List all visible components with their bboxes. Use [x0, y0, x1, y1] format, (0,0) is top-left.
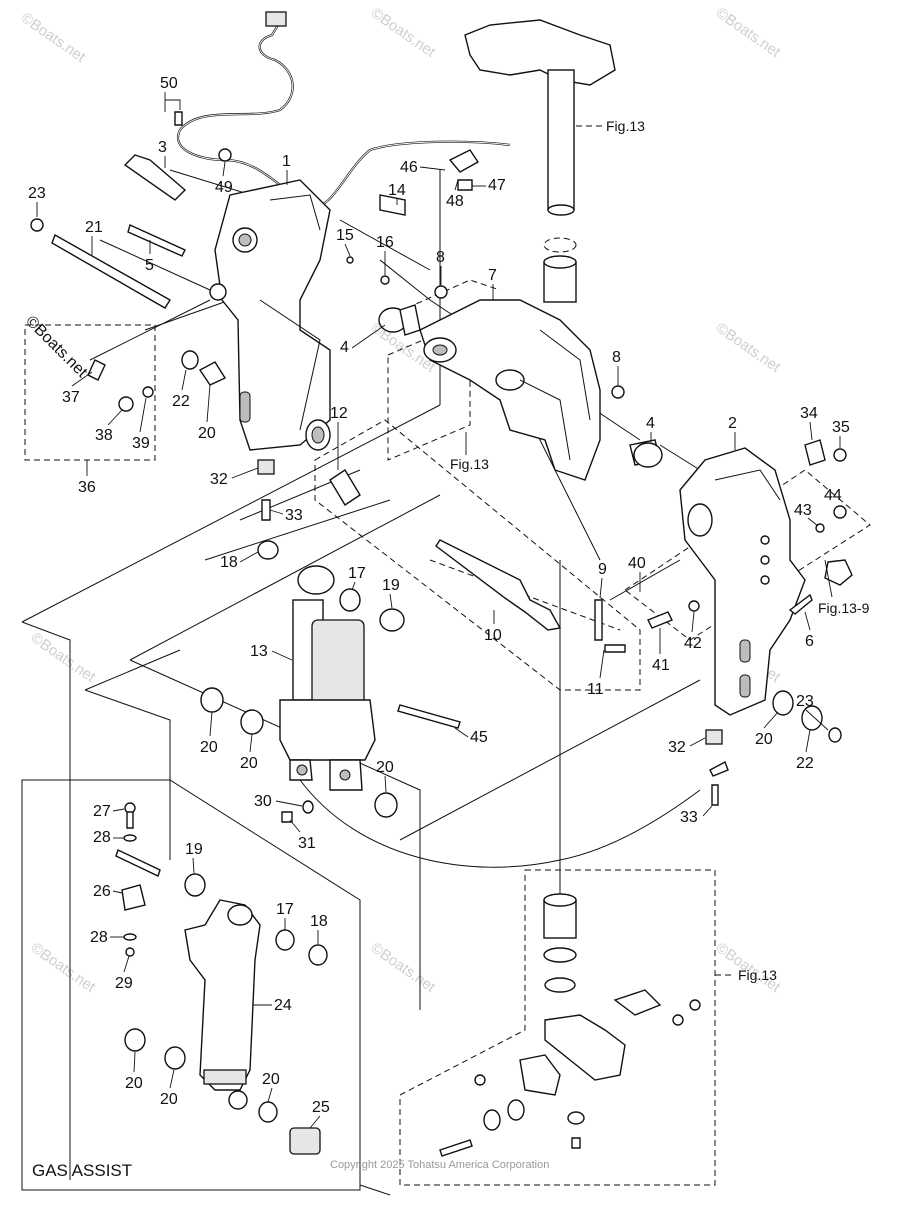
- callout-label: 29: [115, 975, 133, 992]
- callout-label: 43: [794, 502, 812, 519]
- gas-assist-inset: GAS ASSIST: [21, 779, 361, 1191]
- swivel-bracket: [419, 299, 601, 481]
- callout-label: 28: [90, 929, 108, 946]
- callout-label: 44: [824, 487, 842, 504]
- callout-label: 46: [400, 159, 418, 176]
- callout-label: 32: [668, 739, 686, 756]
- callout-label: 48: [446, 193, 464, 210]
- callout-label: 4: [340, 339, 349, 356]
- callout-label: 17: [276, 901, 294, 918]
- bushings: [200, 442, 663, 818]
- callout-label: 4: [646, 415, 655, 432]
- dashed-regions: [24, 279, 871, 1186]
- callout-label: 37: [62, 389, 80, 406]
- callout-label: 25: [312, 1099, 330, 1116]
- callout-label: 9: [598, 561, 607, 578]
- callout-label: 20: [200, 739, 218, 756]
- callout-label: 13: [250, 643, 268, 660]
- fig-ref-13-top: Fig.13: [606, 118, 645, 134]
- callout-label: 5: [145, 257, 154, 274]
- callout-label: 50: [160, 75, 178, 92]
- watermark: ©Boats.net: [368, 4, 439, 61]
- callout-label: 22: [172, 393, 190, 410]
- watermark: ©Boats.net: [713, 319, 784, 376]
- harness: [176, 11, 511, 208]
- stern-bracket-left: [209, 179, 331, 451]
- callout-label: 19: [382, 577, 400, 594]
- watermark: ©Boats.net: [713, 4, 784, 61]
- callout-label: 14: [388, 182, 406, 199]
- callout-label: 36: [78, 479, 96, 496]
- corner-watermark: ©Boats.net: [22, 313, 91, 382]
- callout-label: 20: [262, 1071, 280, 1088]
- callout-label: 47: [488, 177, 506, 194]
- callout-label: 2: [728, 415, 737, 432]
- callout-label: 23: [28, 185, 46, 202]
- callout-label: 7: [488, 267, 497, 284]
- callout-label: 6: [805, 633, 814, 650]
- callout-label: 27: [93, 803, 111, 820]
- harness-clamp: [448, 149, 480, 173]
- callout-label: 31: [298, 835, 316, 852]
- callout-label: 28: [93, 829, 111, 846]
- callout-label: 38: [95, 427, 113, 444]
- callout-label: 3: [158, 139, 167, 156]
- callout-label: 26: [93, 883, 111, 900]
- watermark: ©Boats.net: [28, 939, 99, 996]
- callout-label: 8: [612, 349, 621, 366]
- callout-label: 40: [628, 555, 646, 572]
- watermarks: ©Boats.net ©Boats.net ©Boats.net ©Boats.…: [18, 4, 784, 996]
- harness-connector: [265, 11, 287, 27]
- fig-ref-13-bottom: Fig.13: [738, 967, 777, 983]
- copyright-text: Copyright 2025 Tohatsu America Corporati…: [330, 1159, 549, 1171]
- callout-label: 45: [470, 729, 488, 746]
- callout-label: 33: [680, 809, 698, 826]
- callout-label: 1: [282, 153, 291, 170]
- callout-label: 20: [125, 1075, 143, 1092]
- tilt-cylinder: [279, 565, 376, 791]
- callouts: 50 3 1 49 23 21 5 46 47 48 14 15 16 8 7 …: [28, 75, 850, 1129]
- mid-small-parts: [257, 439, 853, 823]
- callout-label: 20: [160, 1091, 178, 1108]
- callout-label: 41: [652, 657, 670, 674]
- callout-label: 19: [185, 841, 203, 858]
- callout-label: 20: [198, 425, 216, 442]
- inset-title: GAS ASSIST: [32, 1161, 132, 1180]
- callout-label: 17: [348, 565, 366, 582]
- callout-label: 22: [796, 755, 814, 772]
- watermark: ©Boats.net: [368, 939, 439, 996]
- callout-label: 35: [832, 419, 850, 436]
- callout-label: 20: [755, 731, 773, 748]
- lower-steering-parts: [439, 893, 701, 1157]
- callout-label: 23: [796, 693, 814, 710]
- fig-ref-13-9: Fig.13-9: [818, 600, 870, 616]
- callout-label: 18: [310, 913, 328, 930]
- fig-ref-13-mid: Fig.13: [450, 456, 489, 472]
- callout-label: 30: [254, 793, 272, 810]
- callout-label: 16: [376, 234, 394, 251]
- callout-label: 18: [220, 554, 238, 571]
- figure-refs: Fig.13 Fig.13 Fig.13-9 Fig.13: [450, 118, 870, 983]
- callout-label: 21: [85, 219, 103, 236]
- callout-label: 34: [800, 405, 818, 422]
- steering-shaft: [464, 19, 616, 303]
- callout-label: 33: [285, 507, 303, 524]
- callout-label: 49: [215, 179, 233, 196]
- stern-bracket-right: [679, 447, 806, 716]
- callout-label: 15: [336, 227, 354, 244]
- callout-label: 8: [436, 249, 445, 266]
- callout-label: 11: [587, 681, 604, 698]
- callout-label: 24: [274, 997, 292, 1014]
- callout-label: 39: [132, 435, 150, 452]
- callout-label: 10: [484, 627, 502, 644]
- watermark: ©Boats.net: [18, 9, 89, 66]
- upper-small-parts: [30, 111, 661, 466]
- callout-label: 20: [376, 759, 394, 776]
- callout-label: 20: [240, 755, 258, 772]
- callout-label: 12: [330, 405, 348, 422]
- callout-label: 42: [684, 635, 702, 652]
- gas-assist-parts: [115, 802, 328, 1155]
- callout-label: 32: [210, 471, 228, 488]
